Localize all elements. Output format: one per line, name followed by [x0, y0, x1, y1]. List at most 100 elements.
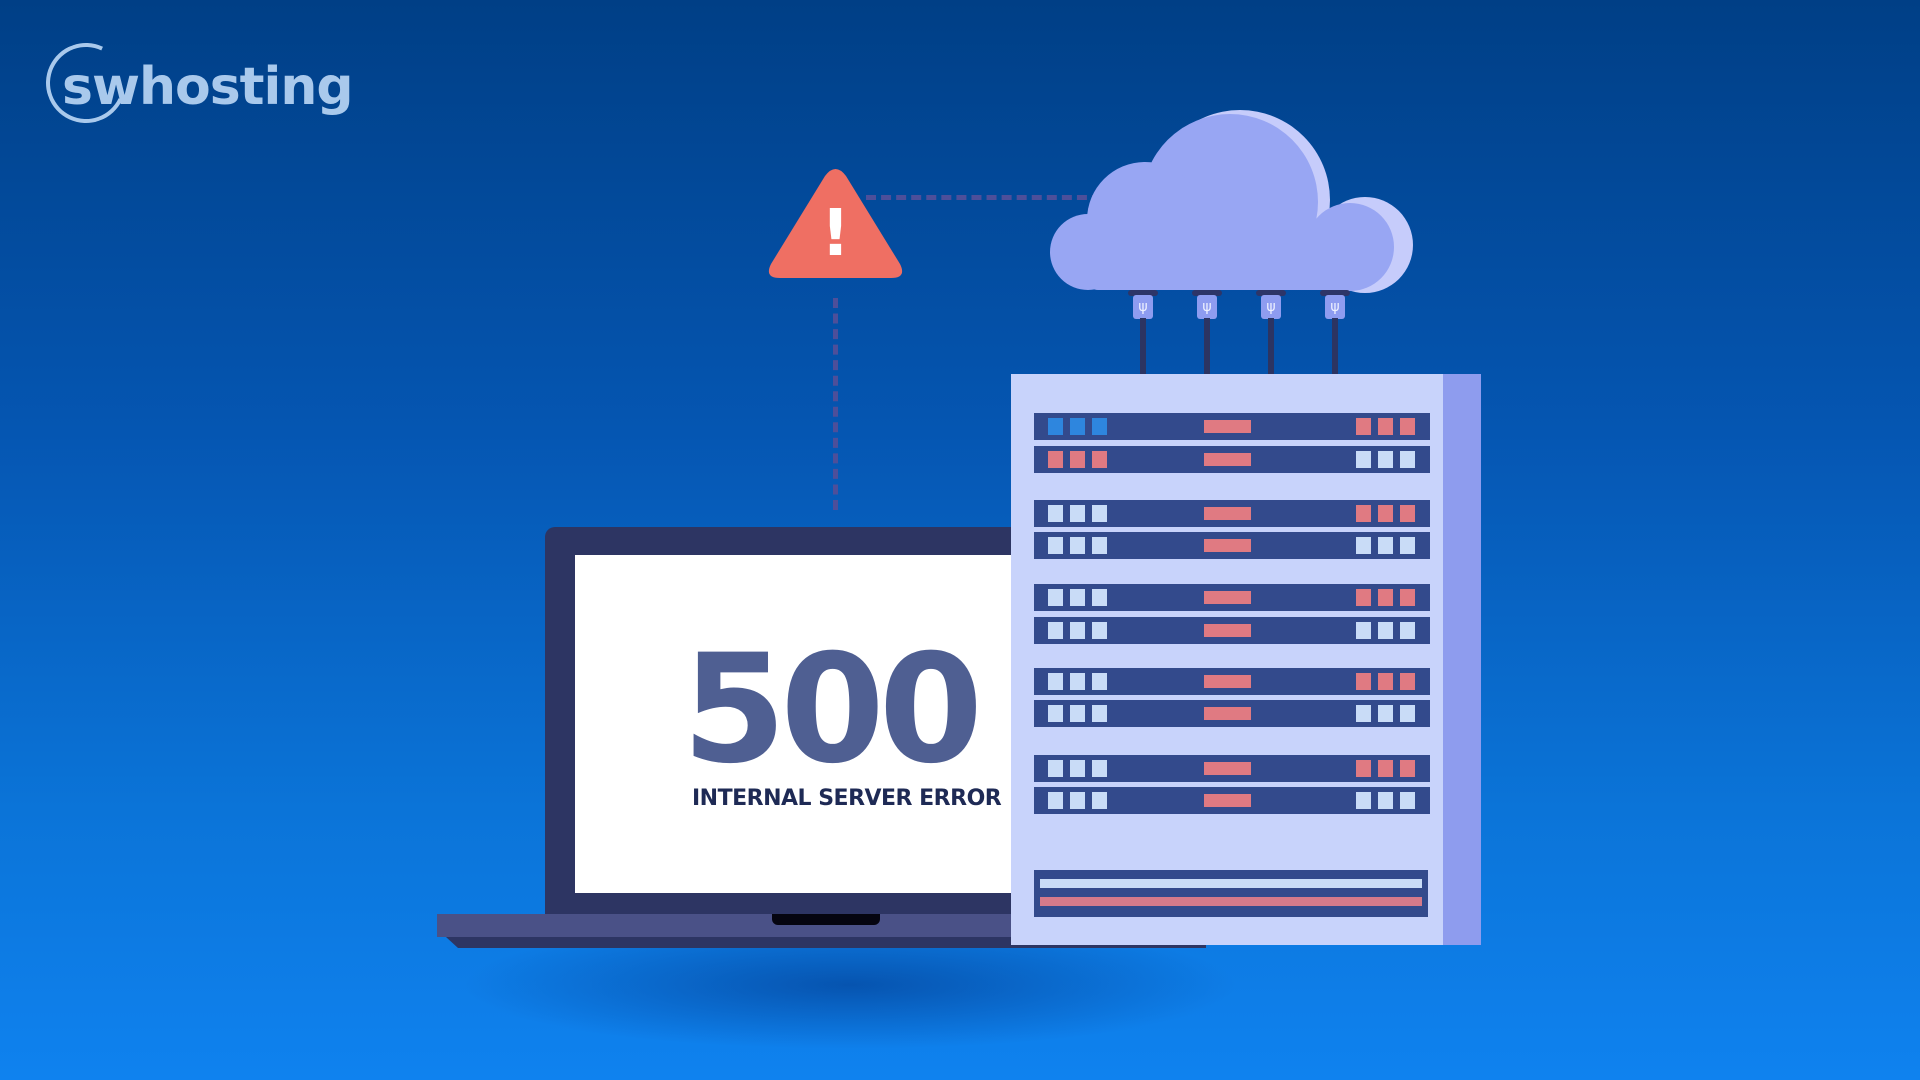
- server-side-panel: [1443, 374, 1481, 945]
- status-led-icon: [1048, 792, 1063, 809]
- status-led-icon: [1048, 673, 1063, 690]
- status-led-icon: [1070, 673, 1085, 690]
- status-led-icon: [1356, 537, 1371, 554]
- status-led-icon: [1356, 792, 1371, 809]
- exclamation-icon: !: [820, 197, 851, 271]
- status-led-icon: [1070, 451, 1085, 468]
- drive-bar: [1204, 762, 1251, 775]
- server-unit: [1034, 787, 1430, 814]
- connector-cap: [1320, 290, 1350, 296]
- status-line-red: [1040, 897, 1422, 906]
- drive-bar: [1204, 707, 1251, 720]
- server-unit: [1034, 413, 1430, 440]
- status-led-icon: [1070, 705, 1085, 722]
- status-led-icon: [1356, 705, 1371, 722]
- server-unit: [1034, 500, 1430, 527]
- status-led-icon: [1048, 537, 1063, 554]
- status-led-icon: [1400, 418, 1415, 435]
- status-led-icon: [1070, 537, 1085, 554]
- status-led-icon: [1048, 505, 1063, 522]
- status-led-icon: [1356, 760, 1371, 777]
- status-led-icon: [1356, 418, 1371, 435]
- laptop-screen: [575, 555, 1015, 893]
- error-message: INTERNAL SERVER ERROR: [692, 786, 1002, 811]
- status-led-icon: [1400, 451, 1415, 468]
- drive-bar: [1204, 675, 1251, 688]
- status-led-icon: [1070, 418, 1085, 435]
- status-led-icon: [1400, 760, 1415, 777]
- status-led-icon: [1092, 589, 1107, 606]
- cloud-icon: [1040, 105, 1425, 295]
- status-led-icon: [1070, 760, 1085, 777]
- status-led-icon: [1400, 537, 1415, 554]
- status-led-icon: [1378, 760, 1393, 777]
- status-led-icon: [1070, 505, 1085, 522]
- status-led-icon: [1378, 418, 1393, 435]
- drive-bar: [1204, 591, 1251, 604]
- drive-bar: [1204, 420, 1251, 433]
- laptop-base-lip: [446, 937, 1206, 948]
- status-led-icon: [1092, 622, 1107, 639]
- server-unit: [1034, 668, 1430, 695]
- cable: [1332, 318, 1338, 376]
- status-led-icon: [1356, 673, 1371, 690]
- status-led-icon: [1378, 673, 1393, 690]
- drive-bar: [1204, 539, 1251, 552]
- swhosting-logo: swhosting: [34, 31, 366, 135]
- usb-plug-icon: ψ: [1197, 295, 1217, 319]
- status-led-icon: [1378, 505, 1393, 522]
- status-led-icon: [1400, 792, 1415, 809]
- status-led-icon: [1378, 537, 1393, 554]
- cable: [1268, 318, 1274, 376]
- drive-bar: [1204, 453, 1251, 466]
- dashed-connector-vertical: [833, 298, 838, 510]
- status-line-white: [1040, 879, 1422, 888]
- logo-text: swhosting: [62, 57, 354, 117]
- status-led-icon: [1400, 622, 1415, 639]
- status-led-icon: [1070, 792, 1085, 809]
- status-led-icon: [1378, 589, 1393, 606]
- status-led-icon: [1048, 760, 1063, 777]
- server-unit: [1034, 700, 1430, 727]
- server-bottom-panel: [1034, 870, 1428, 917]
- usb-plug-icon: ψ: [1325, 295, 1345, 319]
- laptop-notch: [772, 914, 880, 925]
- status-led-icon: [1048, 418, 1063, 435]
- status-led-icon: [1356, 622, 1371, 639]
- status-led-icon: [1092, 451, 1107, 468]
- server-unit: [1034, 755, 1430, 782]
- status-led-icon: [1070, 589, 1085, 606]
- usb-plug-icon: ψ: [1133, 295, 1153, 319]
- status-led-icon: [1356, 451, 1371, 468]
- status-led-icon: [1092, 505, 1107, 522]
- server-unit: [1034, 446, 1430, 473]
- status-led-icon: [1378, 451, 1393, 468]
- warning-icon: !: [767, 168, 904, 280]
- status-led-icon: [1048, 622, 1063, 639]
- status-led-icon: [1378, 705, 1393, 722]
- error-code: 500: [682, 623, 983, 797]
- status-led-icon: [1092, 537, 1107, 554]
- status-led-icon: [1092, 760, 1107, 777]
- status-led-icon: [1400, 673, 1415, 690]
- status-led-icon: [1378, 622, 1393, 639]
- connector-cap: [1128, 290, 1158, 296]
- usb-plug-icon: ψ: [1261, 295, 1281, 319]
- status-led-icon: [1048, 705, 1063, 722]
- cable: [1204, 318, 1210, 376]
- status-led-icon: [1400, 589, 1415, 606]
- status-led-icon: [1356, 505, 1371, 522]
- status-led-icon: [1092, 792, 1107, 809]
- drive-bar: [1204, 794, 1251, 807]
- status-led-icon: [1356, 589, 1371, 606]
- status-led-icon: [1092, 418, 1107, 435]
- status-led-icon: [1400, 505, 1415, 522]
- status-led-icon: [1400, 705, 1415, 722]
- drive-bar: [1204, 624, 1251, 637]
- connector-cap: [1192, 290, 1222, 296]
- server-unit: [1034, 532, 1430, 559]
- status-led-icon: [1048, 451, 1063, 468]
- cable: [1140, 318, 1146, 376]
- dashed-connector-horizontal: [866, 195, 1102, 200]
- status-led-icon: [1048, 589, 1063, 606]
